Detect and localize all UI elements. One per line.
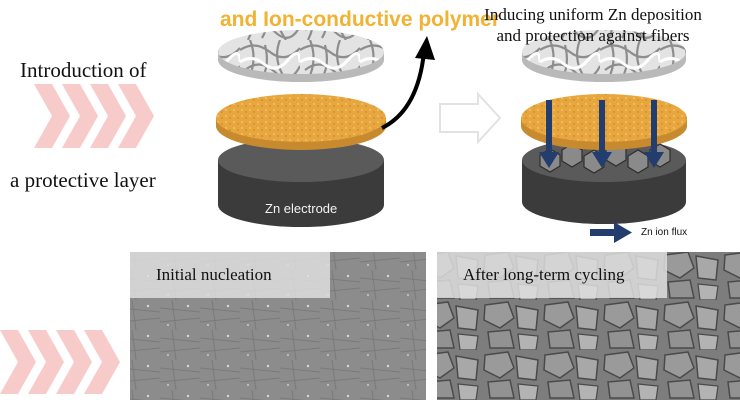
- fiber-membrane-right: [522, 30, 686, 82]
- sem-caption-initial: Initial nucleation: [130, 252, 330, 298]
- right-title-line2: and protection against fibers: [496, 26, 690, 45]
- zn-electrode-disk-left: [218, 138, 384, 227]
- transition-arrow-outline: [439, 91, 502, 145]
- sem-caption-cycled: After long-term cycling: [437, 252, 667, 298]
- zn-ion-arrows-down: [539, 100, 664, 168]
- intro-line2: a protective layer: [10, 168, 156, 192]
- zn-ion-flux-label: Zn ion flux: [641, 227, 688, 238]
- chevron-arrows-bottom: [0, 330, 120, 394]
- sem-panel-cycled: After long-term cycling: [437, 252, 740, 400]
- curved-black-arrow: [381, 36, 435, 130]
- right-title: Inducing uniform Zn deposition and prote…: [478, 4, 708, 46]
- top-title-line2: and Ion-conductive polymer: [220, 8, 501, 31]
- fiber-membrane-left: [218, 30, 384, 82]
- polymer-layer-left: [216, 94, 386, 150]
- chevron-arrows-top: [34, 84, 154, 148]
- zn-ion-flux-legend-arrow: [590, 222, 632, 243]
- right-title-line1: Inducing uniform Zn deposition: [484, 5, 702, 24]
- intro-line1: Introduction of: [20, 58, 147, 82]
- zn-electrode-label: Zn electrode: [265, 201, 338, 216]
- sem-panel-initial: Initial nucleation: [130, 252, 426, 400]
